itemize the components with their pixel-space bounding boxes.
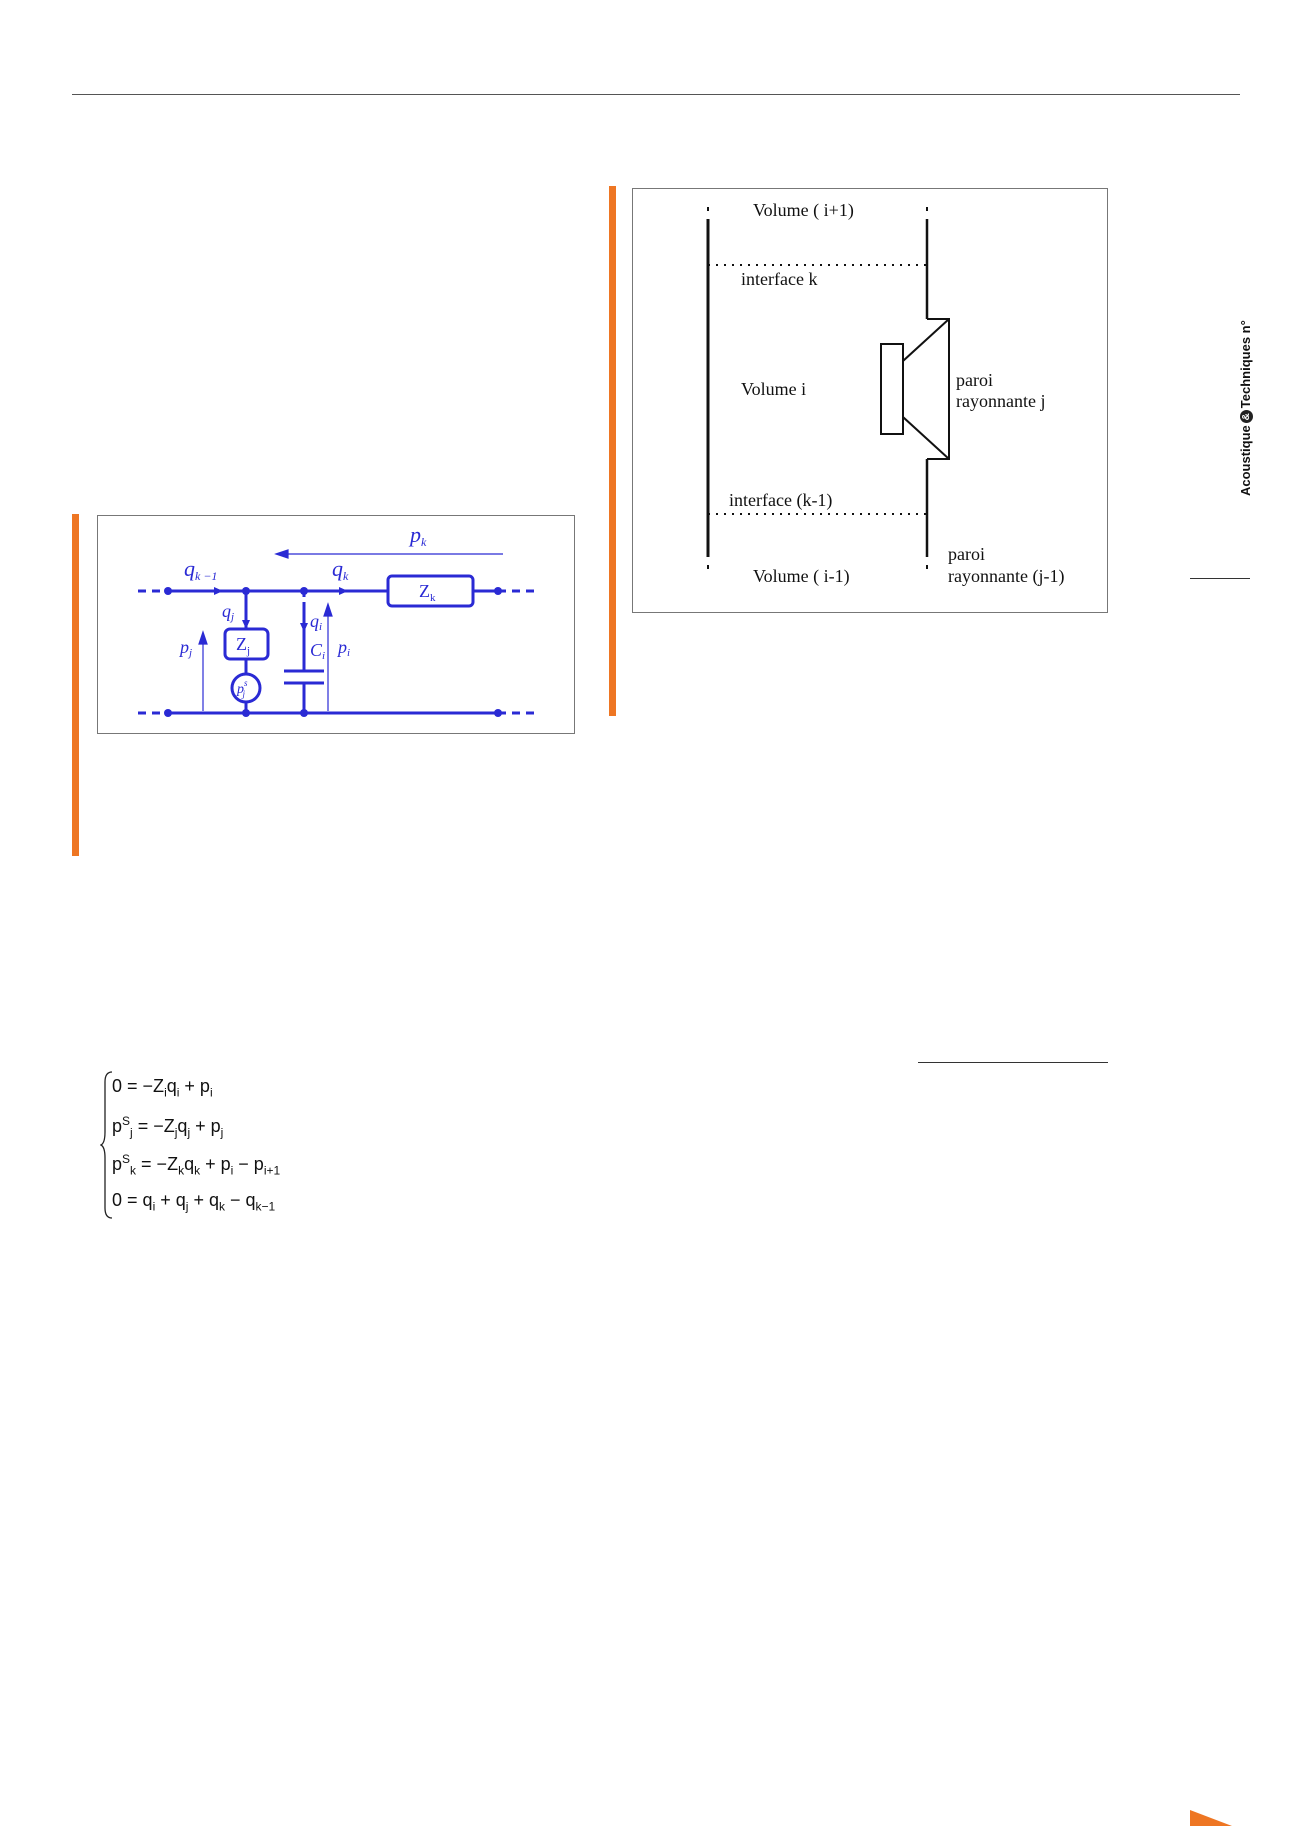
label-volume-top: Volume ( i+1) [753, 200, 854, 221]
equation-brace [100, 1071, 113, 1219]
label-c-i: Ci [310, 640, 325, 662]
eq4-rhs: = qi + qj + qk − qk−1 [127, 1190, 276, 1214]
eq4-lhs: 0 [112, 1190, 123, 1210]
eq2-rhs: = −Zjqj + pj [137, 1116, 224, 1140]
equation-line-3: pSk = −Zkqk + pi − pi+1 [112, 1152, 280, 1178]
footnote-rule [918, 1062, 1108, 1063]
journal-word-techniques: Techniques n° [1238, 320, 1253, 409]
label-p-i: pi [336, 637, 350, 659]
label-paroi-j-2: rayonnante j [956, 391, 1045, 411]
ampersand-icon: & [1240, 410, 1254, 424]
equation-line-1: 0 = −Ziqi + pi [112, 1076, 213, 1100]
volume-geometry-figure: Volume ( i+1) interface k Volume i paroi… [632, 188, 1108, 613]
label-paroi-jm1-1: paroi [948, 544, 985, 564]
label-q-j: qj [222, 601, 234, 623]
eq1-rhs: = −Ziqi + pi [127, 1076, 213, 1100]
label-z-k: Zk [419, 581, 436, 604]
speaker-frame [927, 318, 950, 460]
label-q-i: qi [310, 611, 322, 633]
speaker-magnet [880, 343, 904, 435]
eq2-lhs: pSj [112, 1114, 133, 1140]
label-interface-k: interface k [741, 269, 817, 289]
journal-word-acoustique: Acoustique [1238, 425, 1253, 496]
equation-line-4: 0 = qi + qj + qk − qk−1 [112, 1190, 275, 1214]
label-volume-bottom: Volume ( i-1) [753, 566, 850, 587]
right-figure-accent-bar [609, 186, 616, 716]
label-q-k: qk [332, 556, 349, 583]
speaker-cone [902, 318, 950, 460]
label-p-k: pk [408, 522, 427, 549]
label-q-km1: qk −1 [184, 556, 217, 583]
label-p-j: pj [178, 637, 192, 659]
label-paroi-j-1: paroi [956, 370, 993, 390]
volume-geometry-diagram: Volume ( i+1) interface k Volume i paroi… [706, 200, 1064, 587]
label-z-j: Zj [236, 634, 250, 657]
journal-title-vertical: Acoustique&Techniques n° [1238, 320, 1254, 496]
impedance-zk-box [386, 574, 475, 608]
label-volume-i: Volume i [741, 379, 806, 399]
left-figure-accent-bar [72, 514, 79, 856]
label-paroi-jm1-2: rayonnante (j-1) [948, 566, 1064, 587]
eq3-rhs: = −Zkqk + pi − pi+1 [141, 1154, 281, 1178]
eq3-lhs: pSk [112, 1152, 137, 1178]
header-rule [72, 94, 1240, 95]
label-interface-km1: interface (k-1) [729, 490, 832, 511]
page-corner-arrow-icon [1190, 1810, 1232, 1826]
equation-line-2: pSj = −Zjqj + pj [112, 1114, 223, 1140]
sidebar-rule [1190, 578, 1250, 579]
eq1-lhs: 0 [112, 1076, 123, 1096]
